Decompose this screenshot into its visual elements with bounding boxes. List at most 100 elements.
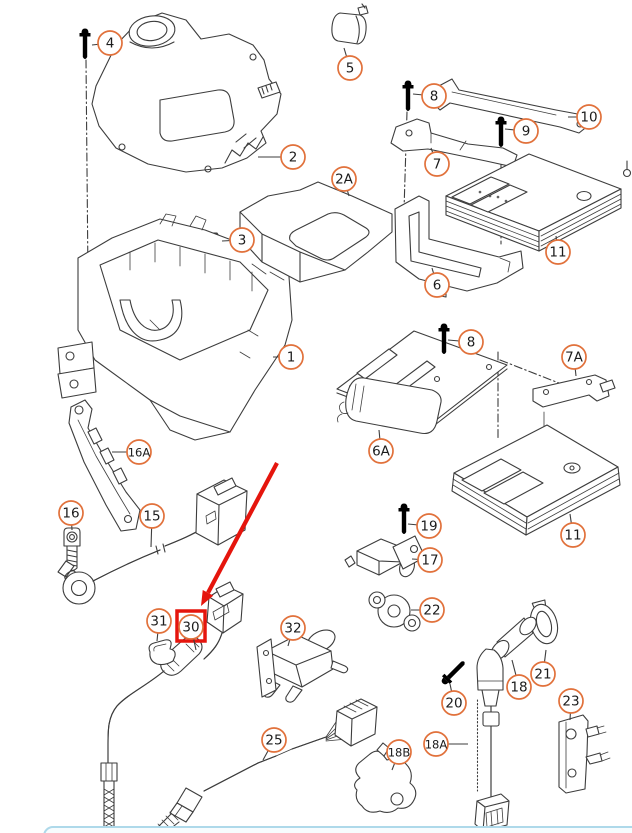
callout-30[interactable]: 30 [178, 614, 204, 651]
callout-number: 7A [565, 350, 584, 366]
callout-ring [331, 166, 357, 192]
callout-2[interactable]: 2 [258, 144, 306, 170]
callout-ring [417, 547, 443, 573]
part-sketch-bracket-7 [390, 118, 518, 168]
callout-ring [97, 30, 123, 56]
callout-19[interactable]: 19 [407, 513, 442, 539]
callout-number: 8 [467, 335, 476, 351]
callout-15[interactable]: 15 [139, 503, 165, 548]
callout-number: 6 [433, 278, 442, 294]
callout-18[interactable]: 18 [506, 659, 532, 700]
highlight-annotation [175, 462, 279, 643]
callout-ring [58, 500, 84, 526]
callout-11[interactable]: 11 [560, 513, 586, 548]
callout-3[interactable]: 3 [221, 227, 255, 253]
callout-ring [178, 614, 204, 640]
callout-number: 16 [62, 506, 79, 522]
callout-8[interactable]: 8 [447, 329, 484, 355]
callout-number: 9 [522, 124, 531, 140]
callout-22[interactable]: 22 [411, 597, 445, 623]
part-sketch-egt-sensor-30 [100, 581, 244, 833]
callout-21[interactable]: 21 [530, 649, 556, 687]
callout-number: 2 [289, 150, 298, 166]
part-sketch-solenoid-32 [256, 629, 349, 703]
callout-1[interactable]: 1 [273, 344, 304, 370]
callout-number: 20 [445, 696, 462, 712]
callout-ring [229, 227, 255, 253]
part-sketch-cover-2 [91, 12, 282, 173]
callout-ring [545, 239, 571, 265]
callout-7A[interactable]: 7A [561, 344, 587, 377]
part-sketch-grommet-18B [354, 742, 417, 814]
part-sketch-cylinder-5 [331, 3, 369, 45]
callout-ring [337, 55, 363, 81]
callout-ring [421, 83, 447, 109]
callout-ring [458, 329, 484, 355]
callout-ring [280, 144, 306, 170]
callout-ring [424, 151, 450, 177]
part-sketch-bracket-16A [68, 399, 141, 532]
callout-10[interactable]: 10 [568, 104, 602, 130]
callout-number: 18B [388, 746, 411, 760]
part-sketch-screw-19 [398, 503, 410, 534]
callout-ring [558, 688, 584, 714]
part-sketch-screw-8-upper [402, 80, 414, 111]
callout-number: 19 [420, 519, 437, 535]
callout-18A[interactable]: 18A [423, 731, 468, 757]
part-sketch-knock-sensor-cable-15 [57, 477, 248, 605]
callout-number: 10 [580, 110, 597, 126]
part-sketch-housing-1 [57, 213, 293, 441]
callout-ring [416, 513, 442, 539]
callout-25[interactable]: 25 [261, 727, 287, 761]
callout-number: 1 [287, 350, 296, 366]
callout-4[interactable]: 4 [91, 30, 123, 56]
callout-ring [146, 608, 172, 634]
callout-ring [126, 439, 152, 465]
callout-7[interactable]: 7 [424, 147, 450, 177]
callout-number: 11 [549, 245, 566, 261]
callout-31[interactable]: 31 [146, 608, 172, 642]
callout-6A[interactable]: 6A [368, 429, 394, 464]
callout-ring [424, 272, 450, 298]
callout-16[interactable]: 16 [58, 500, 84, 531]
part-sketch-ecu-11-lower [451, 424, 621, 536]
callout-number: 8 [430, 89, 439, 105]
part-sketch-plate-6A [336, 330, 508, 435]
callout-ring [576, 104, 602, 130]
callout-9[interactable]: 9 [504, 118, 539, 144]
callout-16A[interactable]: 16A [112, 439, 152, 465]
callout-18B[interactable]: 18B [386, 739, 412, 771]
callout-11[interactable]: 11 [545, 235, 571, 265]
diagram-line-art [57, 3, 632, 833]
callout-2A[interactable]: 2A [331, 166, 357, 197]
callout-5[interactable]: 5 [337, 47, 363, 81]
callout-number: 18A [425, 738, 448, 752]
callout-8[interactable]: 8 [412, 83, 447, 109]
callout-number: 21 [534, 667, 551, 683]
part-sketch-bracket-23 [558, 714, 611, 794]
highlight-arrow-shaft [206, 462, 279, 594]
callout-17[interactable]: 17 [411, 547, 443, 573]
callout-number: 4 [106, 36, 115, 52]
callout-number: 18 [510, 680, 527, 696]
info-panel [43, 826, 632, 833]
callout-number: 15 [143, 509, 160, 525]
part-sketch-lambda-25 [154, 698, 378, 833]
callout-number: 32 [284, 621, 301, 637]
part-sketch-screw-20 [438, 657, 469, 688]
part-sketch-cam-sensor-17 [344, 535, 426, 578]
part-sketch-strap-10 [432, 78, 590, 134]
callout-32[interactable]: 32 [280, 615, 306, 647]
part-sketch-clip-31 [148, 639, 176, 666]
callout-ring [506, 674, 532, 700]
callout-23[interactable]: 23 [558, 688, 584, 721]
callout-number: 23 [562, 694, 579, 710]
highlight-arrow-head [201, 589, 214, 606]
part-sketch-screw-4 [79, 28, 91, 59]
info-panel-edge [43, 826, 632, 833]
part-sketch-tray-2A [239, 181, 393, 283]
callout-ring [368, 438, 394, 464]
callout-20[interactable]: 20 [441, 683, 467, 716]
callout-6[interactable]: 6 [424, 267, 450, 298]
